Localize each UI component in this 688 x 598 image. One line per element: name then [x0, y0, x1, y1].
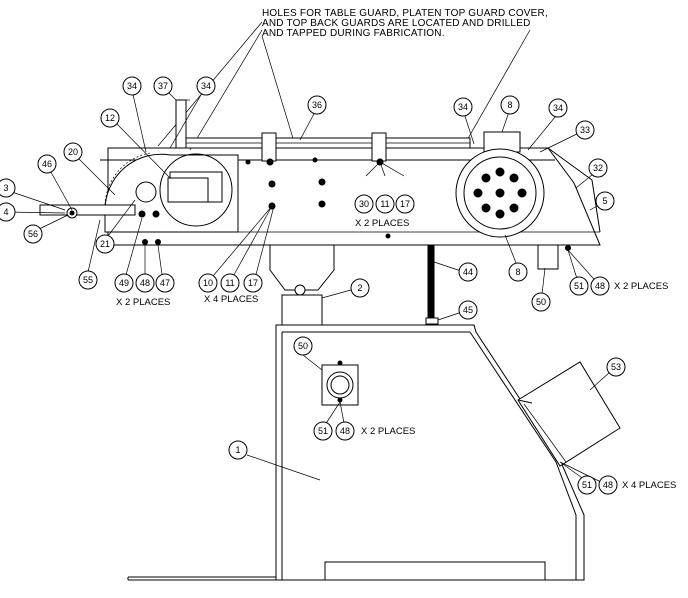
- balloon-44: 44: [458, 262, 478, 282]
- qty-label-x4-right: X 4 PLACES: [622, 480, 676, 491]
- balloon-10: 10: [198, 273, 218, 293]
- balloon-49: 49: [114, 273, 134, 293]
- balloon-label: 11: [380, 199, 389, 209]
- balloon-label: 51: [318, 426, 328, 436]
- balloon-33: 33: [575, 120, 595, 140]
- balloon-label: 48: [140, 278, 150, 288]
- balloon-label: 1: [235, 445, 240, 455]
- balloon-label: 20: [68, 147, 78, 157]
- balloon-48: 48: [335, 421, 355, 441]
- balloon-label: 2: [357, 283, 362, 293]
- balloon-label: 21: [100, 239, 110, 249]
- balloon-21: 21: [95, 234, 115, 254]
- balloon-label: 3: [3, 183, 8, 193]
- balloon-8: 8: [508, 262, 528, 282]
- balloon-label: 11: [225, 278, 234, 288]
- balloon-label: 10: [203, 278, 213, 288]
- balloon-3: 3: [0, 178, 16, 198]
- balloon-34: 34: [548, 98, 568, 118]
- balloon-48: 48: [135, 273, 155, 293]
- balloon-51: 51: [577, 475, 597, 495]
- balloon-label: 36: [312, 100, 322, 110]
- balloons: 34 37 34 36 34 8 34 33 12 20 46 3 4 56 2…: [0, 76, 626, 495]
- balloon-34: 34: [122, 76, 142, 96]
- balloon-label: 51: [574, 281, 584, 291]
- balloon-4: 4: [0, 202, 16, 222]
- balloon-label: 48: [595, 281, 605, 291]
- balloon-17: 17: [243, 273, 263, 293]
- upper-frame: [39, 99, 601, 270]
- balloon-label: 53: [611, 362, 621, 372]
- balloon-label: 33: [580, 125, 590, 135]
- balloon-48: 48: [598, 475, 618, 495]
- balloon-47: 47: [155, 273, 175, 293]
- balloon-label: 8: [507, 100, 512, 110]
- center-column: [269, 244, 439, 326]
- balloon-label: 56: [28, 229, 38, 239]
- balloon-label: 12: [105, 113, 115, 123]
- fabrication-note: HOLES FOR TABLE GUARD, PLATEN TOP GUARD …: [157, 8, 548, 151]
- balloon-34: 34: [453, 97, 473, 117]
- note-line-1: HOLES FOR TABLE GUARD, PLATEN TOP GUARD …: [262, 8, 548, 19]
- balloon-51: 51: [313, 421, 333, 441]
- balloon-label: 34: [127, 81, 137, 91]
- balloon-label: 17: [248, 278, 258, 288]
- balloon-label: 55: [83, 275, 93, 285]
- balloon-34: 34: [196, 76, 216, 96]
- note-line-2: AND TOP BACK GUARDS ARE LOCATED AND DRIL…: [262, 18, 531, 29]
- balloon-12: 12: [100, 108, 120, 128]
- qty-label-x2-right: X 2 PLACES: [614, 281, 668, 292]
- balloon-label: 34: [201, 81, 211, 91]
- balloon-label: 44: [463, 267, 473, 277]
- balloon-label: 30: [359, 199, 369, 209]
- balloon-label: 5: [602, 196, 607, 206]
- balloon-label: 8: [515, 267, 520, 277]
- balloon-53: 53: [606, 357, 626, 377]
- lower-cabinet: [127, 324, 621, 581]
- balloon-20: 20: [63, 142, 83, 162]
- balloon-label: 37: [158, 81, 168, 91]
- balloon-56: 56: [23, 224, 43, 244]
- balloon-30: 30: [354, 194, 374, 214]
- balloon-45: 45: [458, 300, 478, 320]
- qty-label-x2-center: X 2 PLACES: [355, 218, 409, 229]
- balloon-50: 50: [293, 336, 313, 356]
- note-line-3: AND TAPPED DURING FABRICATION.: [262, 28, 445, 39]
- balloon-label: 49: [119, 278, 129, 288]
- balloon-55: 55: [78, 270, 98, 290]
- balloon-32: 32: [588, 158, 608, 178]
- quantity-labels: X 2 PLACES X 4 PLACES X 2 PLACES X 2 PLA…: [116, 218, 676, 491]
- balloon-51: 51: [569, 276, 589, 296]
- balloon-label: 46: [42, 159, 52, 169]
- balloon-label: 47: [160, 278, 170, 288]
- qty-label-x2-left: X 2 PLACES: [116, 297, 170, 308]
- balloon-label: 50: [298, 341, 308, 351]
- balloon-label: 50: [536, 297, 546, 307]
- balloon-label: 51: [582, 480, 592, 490]
- balloon-label: 48: [340, 426, 350, 436]
- balloon-11: 11: [375, 194, 395, 214]
- balloon-46: 46: [37, 154, 57, 174]
- balloon-48: 48: [590, 276, 610, 296]
- balloon-1: 1: [228, 440, 248, 460]
- balloon-36: 36: [307, 95, 327, 115]
- balloon-50: 50: [531, 292, 551, 312]
- balloon-label: 17: [400, 199, 410, 209]
- motor-fan-holes: [473, 167, 527, 219]
- balloon-label: 45: [463, 305, 473, 315]
- balloon-5: 5: [595, 191, 615, 211]
- balloon-label: 34: [553, 103, 563, 113]
- balloon-label: 48: [603, 480, 613, 490]
- qty-label-x2-panel: X 2 PLACES: [361, 426, 415, 437]
- qty-label-x4-mid: X 4 PLACES: [204, 294, 258, 305]
- balloon-label: 32: [593, 163, 603, 173]
- balloon-8: 8: [500, 95, 520, 115]
- balloon-label: 4: [3, 207, 8, 217]
- balloon-11: 11: [220, 273, 240, 293]
- balloon-17: 17: [395, 194, 415, 214]
- balloon-label: 34: [458, 102, 468, 112]
- balloon-2: 2: [350, 278, 370, 298]
- balloon-37: 37: [153, 76, 173, 96]
